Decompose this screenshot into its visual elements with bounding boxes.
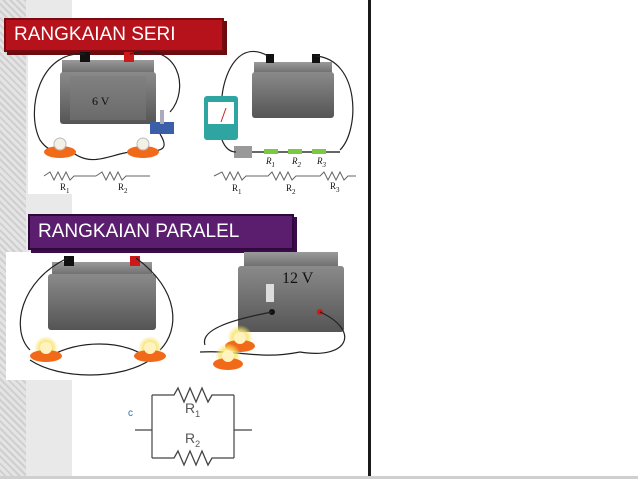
switch-icon [150,110,174,134]
resistor-top-r3 [312,149,326,154]
wire [299,311,346,354]
wire [199,351,301,356]
battery-voltage-label-12v: 12 V [282,270,314,287]
resistor-label-top-r3: R3 [317,156,326,169]
resistor-label-top-r1: R1 [266,156,275,169]
wire [129,51,181,113]
series-title-banner: RANGKAIAN SERI [4,18,224,52]
battery-series-right [252,54,334,118]
resistor-label-top-r2: R2 [292,156,301,169]
ammeter-icon [204,96,238,140]
resistor-label-r2: R2 [118,182,128,195]
bottom-border [0,476,638,479]
battery-parallel-left [48,256,156,330]
bulb-icon [30,336,62,362]
bulb-icon [44,137,76,158]
schematic-label-r2: R2 [185,430,201,449]
wire [221,50,269,97]
switch-icon [234,146,252,158]
wire [29,359,151,376]
bulb-icon [213,343,243,370]
wire [19,257,69,351]
bulb-icon [134,336,166,362]
wire [135,257,174,351]
resistor-label-r1: R1 [60,182,70,195]
schematic-node-label: c [128,408,133,419]
wire [315,55,354,151]
parallel-title-banner: RANGKAIAN PARALEL [28,214,294,250]
battery-6v [60,52,156,124]
resistor-label-bottom-r1: R1 [232,183,242,196]
resistor-r2 [95,170,150,182]
resistor-top-r1 [264,149,278,154]
parallel-schematic [135,386,252,467]
resistor-top-r2 [288,149,302,154]
decorative-stripe [0,0,26,479]
battery-12v [238,252,344,332]
vertical-divider [368,0,371,479]
resistor-label-bottom-r2: R2 [286,183,296,196]
schematic-label-r1: R1 [185,400,201,419]
wire [221,139,237,153]
wire [49,343,146,357]
resistor-chain-bottom [213,170,356,182]
battery-voltage-label: 6 V [92,94,110,108]
resistor-r1 [43,170,96,182]
bulb-icon [127,137,159,158]
wire [203,311,273,346]
resistor-label-bottom-r3: R3 [330,181,340,194]
